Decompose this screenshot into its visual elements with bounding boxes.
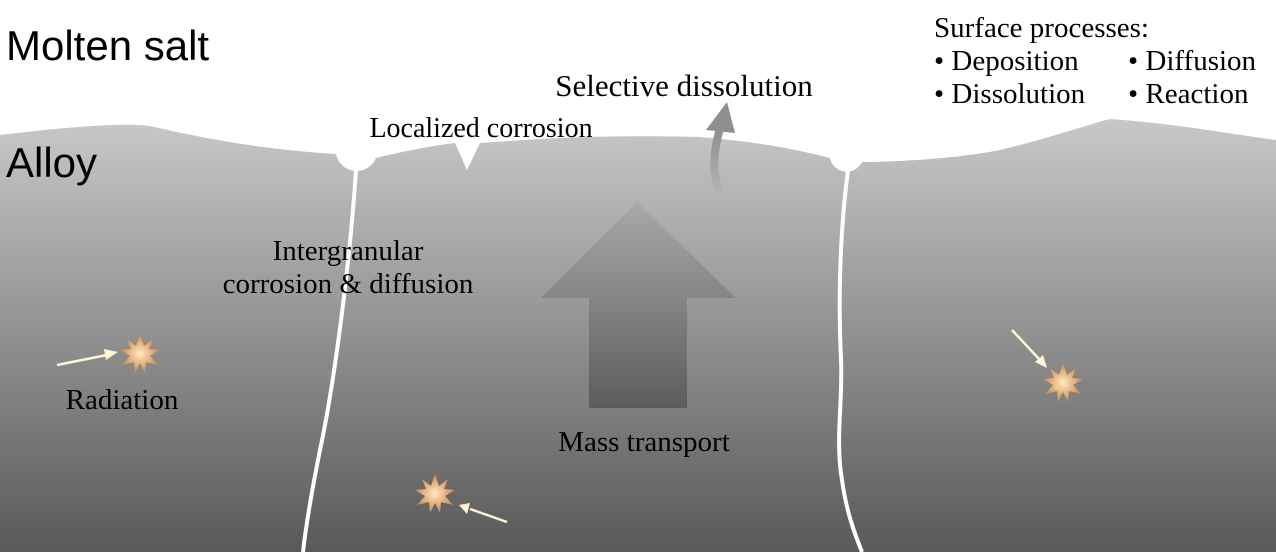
radiation-source-left xyxy=(56,334,160,373)
selective-dissolution-arrow xyxy=(706,102,735,199)
radiation-source-center xyxy=(415,474,508,524)
surface-process-item: • Deposition xyxy=(934,45,1079,77)
grain-boundary-left xyxy=(301,169,358,552)
radiation-source-right xyxy=(1011,329,1083,402)
mass-transport-arrow xyxy=(541,202,736,408)
surface-processes-title: Surface processes: xyxy=(934,12,1149,44)
intergranular-label-line2: corrosion & diffusion xyxy=(223,268,474,300)
intergranular-label-line1: Intergranular xyxy=(273,235,424,267)
alloy-label: Alloy xyxy=(6,139,97,186)
grain-boundary-right xyxy=(837,169,864,552)
radiation-label: Radiation xyxy=(66,384,179,416)
radiation-burst-icon xyxy=(120,334,160,373)
surface-process-item: • Reaction xyxy=(1128,78,1249,110)
surface-process-item: • Diffusion xyxy=(1128,45,1257,77)
molten-salt-label: Molten salt xyxy=(6,22,209,69)
localized-corrosion-label: Localized corrosion xyxy=(369,113,592,144)
selective-dissolution-label: Selective dissolution xyxy=(555,68,813,103)
surface-processes-legend: Surface processes: • Deposition • Diffus… xyxy=(934,12,1257,110)
radiation-burst-icon xyxy=(1043,363,1083,402)
radiation-burst-icon xyxy=(415,474,455,513)
mass-transport-label: Mass transport xyxy=(558,426,730,458)
surface-process-item: • Dissolution xyxy=(934,78,1086,110)
